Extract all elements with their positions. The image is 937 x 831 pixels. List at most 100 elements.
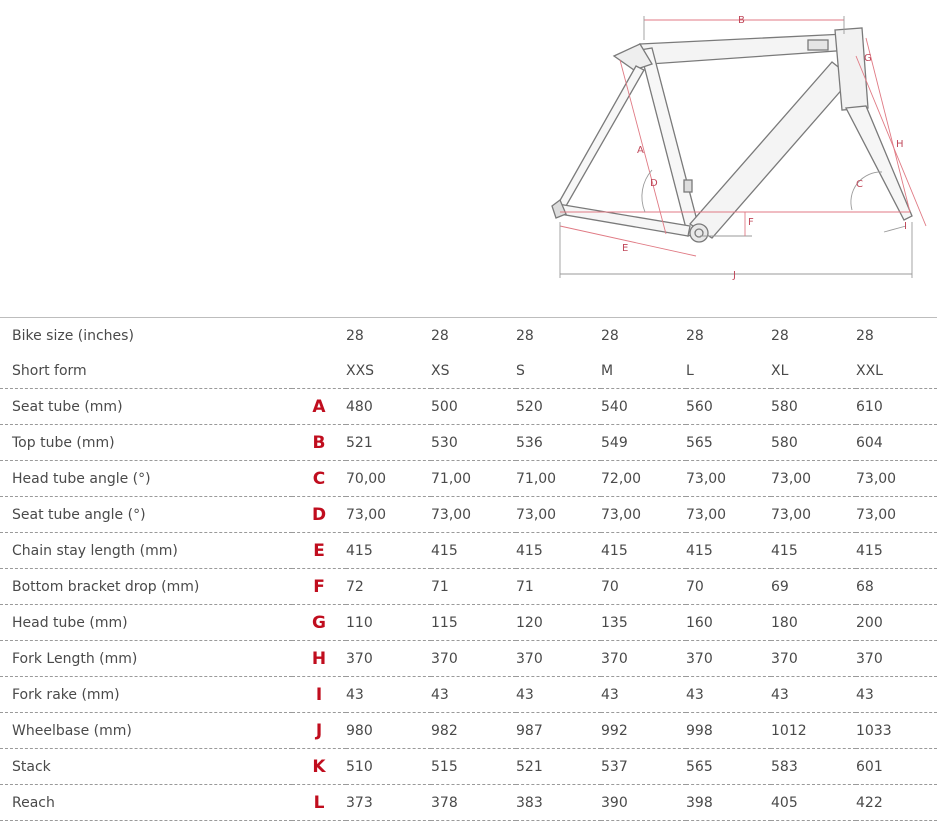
- size-value-cell: 980: [346, 712, 431, 749]
- size-value-cell: 515: [431, 748, 516, 785]
- size-value-cell: 601: [856, 748, 937, 785]
- size-value-cell: 415: [686, 532, 771, 569]
- size-value-cell: 415: [601, 532, 686, 569]
- size-value-cell: 160: [686, 604, 771, 641]
- size-value-cell: 69: [771, 568, 856, 605]
- size-value-cell: 383: [516, 784, 601, 821]
- size-value-cell: 70,00: [346, 460, 431, 497]
- size-value-cell: 28: [856, 317, 937, 353]
- size-value-cell: 180: [771, 604, 856, 641]
- dim-letter-f: F: [748, 217, 754, 228]
- row-letter: B: [292, 424, 346, 461]
- size-value-cell: 604: [856, 424, 937, 461]
- size-value-cell: S: [516, 353, 601, 389]
- size-value-cell: 73,00: [431, 496, 516, 533]
- row-label: Bottom bracket drop (mm): [0, 568, 292, 605]
- size-value-cell: 73,00: [601, 496, 686, 533]
- size-value-cell: 43: [686, 676, 771, 713]
- row-label: Fork rake (mm): [0, 676, 292, 713]
- size-value-cell: 43: [601, 676, 686, 713]
- row-label: Reach: [0, 784, 292, 821]
- size-value-cell: 370: [601, 640, 686, 677]
- dim-letter-h: H: [896, 139, 904, 150]
- size-value-cell: 73,00: [686, 460, 771, 497]
- size-value-cell: 73,00: [346, 496, 431, 533]
- size-value-cell: 73,00: [686, 496, 771, 533]
- size-value-cell: 480: [346, 388, 431, 425]
- size-value-cell: 73,00: [856, 460, 937, 497]
- size-value-cell: 1033: [856, 712, 937, 749]
- size-value-cell: 521: [346, 424, 431, 461]
- size-value-cell: 992: [601, 712, 686, 749]
- size-value-cell: XS: [431, 353, 516, 389]
- size-value-cell: 73,00: [516, 496, 601, 533]
- size-value-cell: 398: [686, 784, 771, 821]
- dim-letter-a: A: [637, 145, 644, 156]
- size-value-cell: 370: [686, 640, 771, 677]
- row-label: Head tube (mm): [0, 604, 292, 641]
- size-value-cell: 370: [431, 640, 516, 677]
- size-value-cell: 521: [516, 748, 601, 785]
- size-value-cell: 565: [686, 748, 771, 785]
- size-value-cell: 510: [346, 748, 431, 785]
- size-value-cell: 530: [431, 424, 516, 461]
- size-value-cell: 549: [601, 424, 686, 461]
- size-value-cell: 28: [431, 317, 516, 353]
- row-letter: [292, 353, 346, 389]
- row-letter: L: [292, 784, 346, 821]
- size-value-cell: 43: [431, 676, 516, 713]
- dimension-lines: [559, 16, 927, 278]
- dimension-letters: A B C D E F G H I J: [622, 15, 907, 281]
- row-label: Short form: [0, 353, 292, 389]
- size-value-cell: 28: [771, 317, 856, 353]
- row-label: Chain stay length (mm): [0, 532, 292, 569]
- size-value-cell: 378: [431, 784, 516, 821]
- size-value-cell: 565: [686, 424, 771, 461]
- size-value-cell: 1012: [771, 712, 856, 749]
- size-value-cell: XXL: [856, 353, 937, 389]
- size-value-cell: 71: [516, 568, 601, 605]
- row-label: Fork Length (mm): [0, 640, 292, 677]
- row-letter: F: [292, 568, 346, 605]
- size-value-cell: 583: [771, 748, 856, 785]
- size-value-cell: 422: [856, 784, 937, 821]
- size-value-cell: 370: [346, 640, 431, 677]
- row-letter: J: [292, 712, 346, 749]
- size-value-cell: 73,00: [771, 460, 856, 497]
- size-value-cell: 110: [346, 604, 431, 641]
- size-value-cell: 43: [856, 676, 937, 713]
- size-value-cell: 43: [346, 676, 431, 713]
- size-value-cell: 72: [346, 568, 431, 605]
- size-value-cell: 71,00: [431, 460, 516, 497]
- size-value-cell: M: [601, 353, 686, 389]
- size-value-cell: 405: [771, 784, 856, 821]
- size-value-cell: L: [686, 353, 771, 389]
- bike-frame-drawing: [551, 27, 913, 243]
- row-letter: E: [292, 532, 346, 569]
- size-value-cell: 370: [516, 640, 601, 677]
- size-value-cell: 520: [516, 388, 601, 425]
- size-value-cell: 537: [601, 748, 686, 785]
- row-letter: C: [292, 460, 346, 497]
- dim-letter-d: D: [650, 178, 658, 189]
- size-value-cell: 610: [856, 388, 937, 425]
- size-value-cell: 580: [771, 424, 856, 461]
- row-label: Seat tube angle (°): [0, 496, 292, 533]
- size-value-cell: 982: [431, 712, 516, 749]
- dim-letter-c: C: [856, 179, 863, 190]
- size-value-cell: 415: [516, 532, 601, 569]
- size-value-cell: 200: [856, 604, 937, 641]
- row-label: Seat tube (mm): [0, 388, 292, 425]
- size-value-cell: 68: [856, 568, 937, 605]
- size-value-cell: 415: [431, 532, 516, 569]
- size-value-cell: 998: [686, 712, 771, 749]
- size-value-cell: 73,00: [771, 496, 856, 533]
- size-value-cell: 415: [856, 532, 937, 569]
